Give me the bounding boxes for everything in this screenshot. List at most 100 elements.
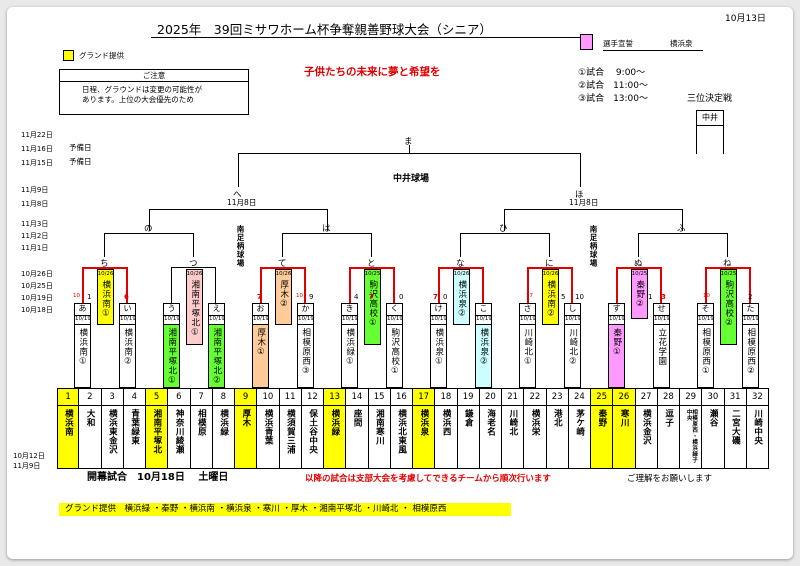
r2-bar-3-r bbox=[304, 267, 306, 303]
third-place-line-r bbox=[723, 124, 724, 154]
q2-drop-b bbox=[371, 233, 372, 257]
team-number: 12 bbox=[301, 388, 324, 406]
r2-bar-8-l bbox=[705, 267, 707, 303]
r2-label-1: ち bbox=[100, 259, 109, 269]
r2-bar-2-r bbox=[215, 267, 216, 303]
team-number: 19 bbox=[457, 388, 480, 406]
score-5a: 7 bbox=[433, 293, 438, 301]
venue-left: 南足柄球場 bbox=[236, 225, 245, 268]
team-cell: 湘南寒川 bbox=[368, 406, 391, 469]
q4-bar bbox=[638, 233, 727, 234]
team-cell: 川崎中央 bbox=[746, 406, 769, 469]
team-cell: 座間 bbox=[346, 406, 369, 469]
team-number: 7 bbox=[190, 388, 213, 406]
title-underline bbox=[151, 37, 587, 38]
team-number: 18 bbox=[435, 388, 458, 406]
q1-drop-a bbox=[104, 233, 105, 257]
date-112: 11月2日 bbox=[21, 232, 49, 240]
footer-thanks: ご理解をお願いします bbox=[627, 474, 713, 484]
semi-right-bar bbox=[504, 209, 682, 210]
date-1026: 10月26日 bbox=[21, 270, 53, 278]
team-cell: 瀬谷 bbox=[702, 406, 725, 469]
third-place-venue: 中井 bbox=[696, 110, 724, 126]
q1-label: の bbox=[144, 224, 153, 234]
r2-bar-6-r bbox=[571, 267, 573, 303]
team-number: 9 bbox=[235, 388, 258, 406]
final-bar bbox=[238, 153, 581, 154]
team-cell: 秦野 bbox=[591, 406, 614, 469]
team-number: 2 bbox=[79, 388, 102, 406]
q2-label: は bbox=[322, 224, 331, 234]
ground-legend: グランド提供 bbox=[79, 51, 124, 60]
team-cell: 保土谷中央 bbox=[301, 406, 324, 469]
score-3b: 9 bbox=[309, 293, 314, 301]
score-6b: 5 bbox=[561, 293, 566, 301]
team-number: 3 bbox=[101, 388, 124, 406]
ground-teams: グランド提供 横浜緑 ・秦野 ・横浜南 ・横浜泉 ・寒川 ・厚木 ・湘南平塚北 … bbox=[65, 504, 447, 514]
team-cell: 横浜青葉 bbox=[257, 406, 280, 469]
team-number: 28 bbox=[657, 388, 680, 406]
semi-left-drop-a bbox=[149, 209, 150, 231]
team-number: 1 bbox=[57, 388, 80, 406]
team-number: 26 bbox=[613, 388, 636, 406]
r2-bar-5 bbox=[438, 267, 483, 269]
reserve-day-1: 予備日 bbox=[69, 143, 92, 152]
r2-bar-1-l bbox=[82, 267, 84, 303]
team-number: 10 bbox=[257, 388, 280, 406]
team-number: 11 bbox=[279, 388, 302, 406]
score-1b: 1 bbox=[87, 293, 92, 301]
score-5b: 0 bbox=[443, 293, 448, 301]
r2-bar-4-r bbox=[393, 267, 395, 303]
q3-drop-b bbox=[549, 233, 550, 257]
final-left-drop bbox=[238, 153, 239, 187]
final-venue: 中井球場 bbox=[393, 174, 430, 184]
schedule-1: ①試合 9:00～ bbox=[578, 68, 646, 78]
oath-label: 選手宣誓 bbox=[603, 39, 633, 48]
r2-bar-1-r bbox=[126, 267, 128, 303]
team-cell: 寒川 bbox=[613, 406, 636, 469]
schedule-3: ③試合 13:00～ bbox=[578, 94, 649, 104]
score-3c: 10 bbox=[296, 293, 303, 299]
team-cell: 川崎北 bbox=[502, 406, 525, 469]
team-number: 25 bbox=[591, 388, 614, 406]
team-number: 30 bbox=[702, 388, 725, 406]
r2-label-8: ね bbox=[723, 259, 732, 269]
q3-bar bbox=[460, 233, 549, 234]
score-7b: 3 bbox=[661, 293, 666, 301]
final-right-drop bbox=[580, 153, 581, 187]
footer-note: 以降の試合は支部大会を考慮してできるチームから順次行います bbox=[305, 474, 551, 484]
venue-right: 南足柄球場 bbox=[589, 225, 598, 268]
r2-bar-1 bbox=[82, 267, 127, 269]
q4-label: ふ bbox=[677, 224, 686, 234]
semi-right-label: ほ bbox=[575, 190, 584, 200]
notice-heading: ご注意 bbox=[60, 70, 248, 82]
team-number: 4 bbox=[123, 388, 146, 406]
oath-swatch bbox=[580, 34, 593, 50]
date-111: 11月1日 bbox=[21, 244, 49, 252]
team-number: 32 bbox=[746, 388, 769, 406]
team-cell: 相模原西・横浜緑子中央 bbox=[680, 406, 703, 469]
r2-bar-7-l bbox=[616, 267, 618, 303]
team-number: 27 bbox=[635, 388, 658, 406]
team-cell: 青葉緑東 bbox=[123, 406, 146, 469]
q2-bar bbox=[282, 233, 371, 234]
team-number: 23 bbox=[546, 388, 569, 406]
r2-bar-2-l bbox=[171, 267, 172, 303]
team-number: 17 bbox=[413, 388, 436, 406]
date-119: 11月9日 bbox=[21, 186, 49, 194]
final-stem bbox=[409, 145, 410, 153]
third-place-line-l bbox=[696, 124, 697, 154]
r2-label-3: て bbox=[278, 259, 287, 269]
team-number: 20 bbox=[479, 388, 502, 406]
oath-underline bbox=[603, 50, 703, 51]
r2-bar-8-r bbox=[749, 267, 751, 303]
date-113: 11月3日 bbox=[21, 220, 49, 228]
score-1a: 10 bbox=[73, 293, 80, 299]
r2-label-5: な bbox=[456, 259, 465, 269]
